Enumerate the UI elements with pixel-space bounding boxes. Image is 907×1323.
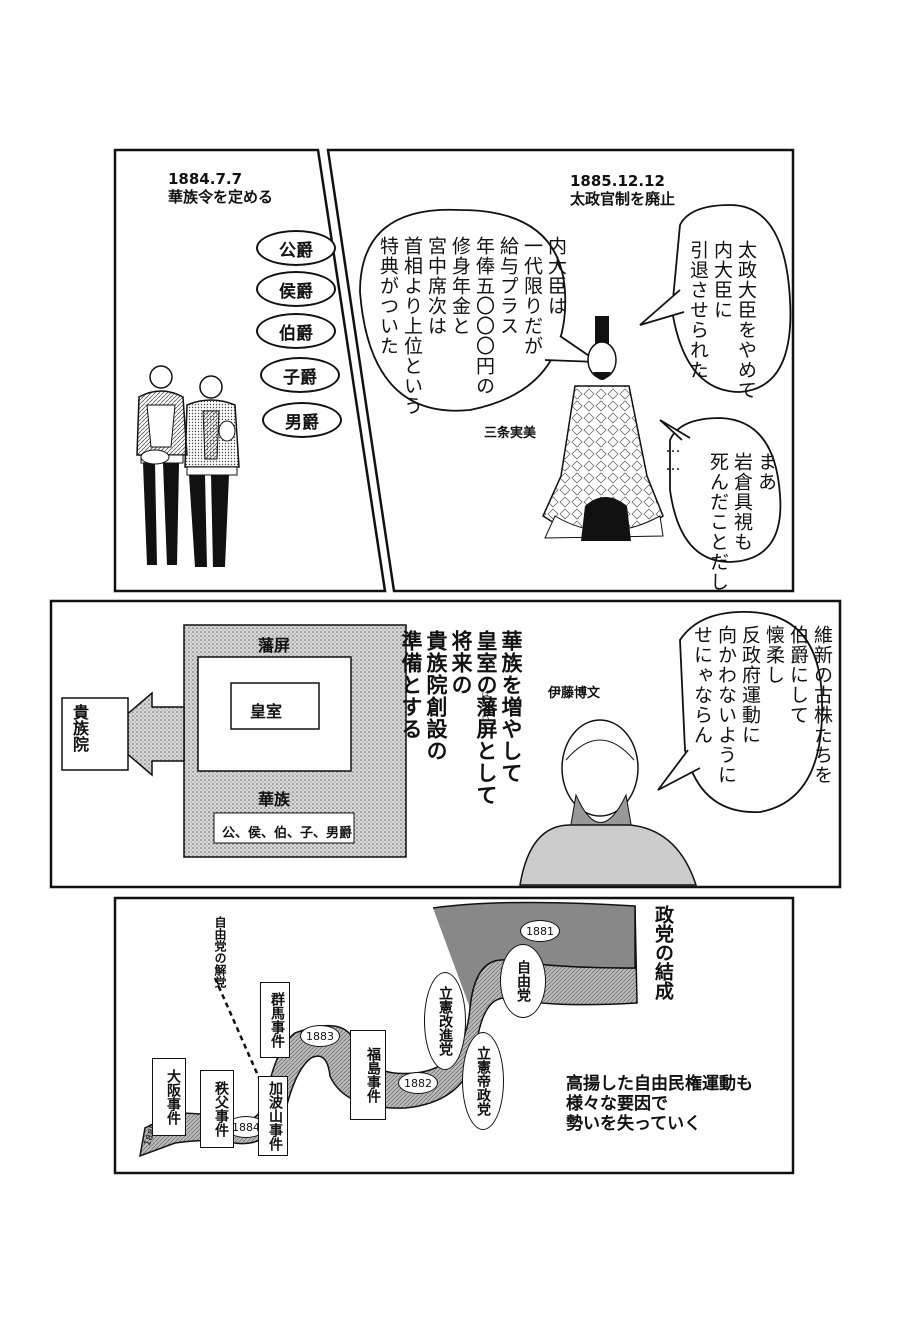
party-teiseito: 立憲帝政党: [462, 1032, 504, 1130]
rank-marquis: 侯爵: [256, 271, 336, 307]
panel4-narration: 高揚した自由民権運動も 様々な要因で 勢いを失っていく: [566, 1074, 753, 1134]
diagram-nobility-label: 華族: [258, 790, 291, 809]
event-gunma: 群馬事件: [260, 982, 290, 1058]
sanjo-speech-2: まあ 岩倉具視も 死んだことだし: [707, 452, 777, 592]
panel3-figure: [519, 611, 823, 886]
sanjo-illustration: [542, 316, 664, 541]
year-1882: 1882: [398, 1072, 438, 1094]
ellipsis-text: ……: [664, 438, 682, 474]
panel2-caption: 太政官制を廃止: [570, 190, 676, 208]
event-fukushima: 福島事件: [350, 1030, 386, 1120]
event-chichibu: 秩父事件: [200, 1070, 234, 1148]
rank-duke: 公爵: [256, 230, 336, 266]
rank-viscount: 子爵: [260, 357, 340, 393]
diagram-house-of-peers: 貴族院: [70, 704, 89, 752]
panel2-narration: 内大臣は 一代限りだが 給与プラス 年俸五〇〇〇円の 修身年金と 宮中席次は 首…: [377, 236, 567, 416]
panel4-title: 政党の結成: [652, 905, 674, 1000]
ito-speech: 維新の古株たちを 伯爵にして 懐柔し 反政府運動に 向かわないように せにゃなら…: [691, 625, 833, 785]
diagram-ranks-label: 公、侯、伯、子、男爵: [222, 826, 353, 841]
rank-baron: 男爵: [262, 402, 342, 438]
year-1883: 1883: [300, 1025, 340, 1047]
rank-count: 伯爵: [256, 313, 336, 349]
panel1-caption: 華族令を定める: [168, 188, 274, 206]
sanjo-speech-1: 太政大臣をやめて 内大臣に 引退させられた: [687, 240, 757, 400]
party-kaishinto: 立憲改進党: [424, 972, 466, 1070]
imperial-diagram: [61, 624, 407, 858]
year-1884: 1884: [226, 1116, 266, 1138]
event-kabasan: 加波山事件: [258, 1076, 288, 1156]
diagram-outer-label: 藩屏: [258, 636, 291, 655]
year-1881: 1881: [520, 920, 560, 942]
panel1-date: 1884.7.7: [168, 170, 243, 188]
ruby-text: はんぺい: [481, 690, 490, 722]
ito-name-label: 伊藤博文: [548, 686, 601, 701]
party-jiyuto: 自由党: [500, 944, 546, 1018]
dissolution-label: 自由党の解党: [213, 916, 227, 988]
panel3-narration: 華族を増やして 皇室の藩屏として 将来の 貴族院創設の 準備とする: [399, 630, 523, 806]
nobles-illustration: [136, 365, 240, 567]
event-osaka: 大阪事件: [152, 1058, 186, 1136]
panel2-date: 1885.12.12: [570, 172, 665, 190]
sanjo-name-label: 三条実美: [484, 426, 537, 441]
diagram-imperial-label: 皇室: [250, 702, 283, 721]
